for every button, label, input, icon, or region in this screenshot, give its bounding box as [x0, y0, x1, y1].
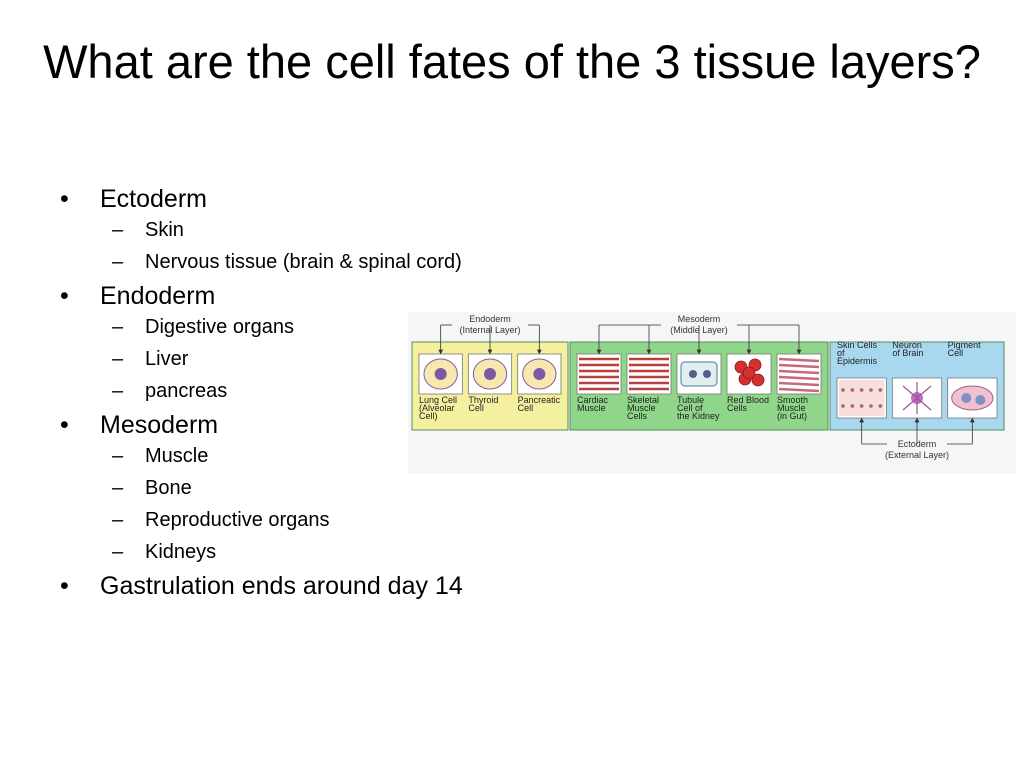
sub-bullet-item: –Reproductive organs	[60, 508, 500, 533]
slide-title: What are the cell fates of the 3 tissue …	[43, 35, 981, 88]
bullet-label: Gastrulation ends around day 14	[100, 572, 463, 600]
cell-label: of	[837, 348, 845, 358]
sub-bullet-label: Nervous tissue (brain & spinal cord)	[145, 251, 462, 273]
sub-bullet-item: –Nervous tissue (brain & spinal cord)	[60, 250, 500, 275]
bullet-icon: •	[60, 572, 69, 600]
cell-label: of Brain	[892, 348, 923, 358]
cell-label: Pigment	[948, 340, 982, 350]
sub-bullet-label: Skin	[145, 219, 184, 241]
dash-icon: –	[112, 219, 124, 241]
sub-bullet-item: –Bone	[60, 476, 500, 501]
sub-bullet-item: –Liver	[60, 347, 500, 372]
dash-icon: –	[112, 477, 124, 499]
skin-cell-icon	[836, 377, 887, 419]
dash-icon: –	[112, 251, 124, 273]
dash-icon: –	[112, 445, 124, 467]
neuron-icon	[891, 377, 943, 419]
cell-label: Tubule	[677, 395, 704, 405]
layer-title: Endoderm	[469, 314, 511, 324]
bullet-label: Ectoderm	[100, 185, 207, 213]
sub-bullet-label: Bone	[145, 477, 192, 499]
cell-label: the Kidney	[677, 411, 720, 421]
cell-label: Muscle	[627, 403, 656, 413]
sub-bullet-label: pancreas	[145, 380, 228, 402]
sub-bullet-item: –Digestive organs	[60, 315, 500, 340]
layer-subtitle: (Internal Layer)	[459, 325, 520, 335]
cell-label: (in Gut)	[777, 411, 807, 421]
cell-label: Pancreatic	[518, 395, 561, 405]
bullet-label: Endoderm	[100, 282, 216, 310]
bullet-item: • Ectoderm	[60, 184, 500, 214]
cell-label: Cell of	[677, 403, 703, 413]
cell-label: Cell	[948, 348, 964, 358]
bullet-icon: •	[60, 185, 69, 213]
endoderm-panel	[411, 324, 569, 431]
cell-label: Neuron	[892, 340, 922, 350]
thyroid-cell-icon	[467, 353, 513, 395]
cell-label: Muscle	[777, 403, 806, 413]
smooth-muscle-icon	[776, 353, 822, 395]
bullet-list: •Ectoderm–Skin–Nervous tissue (brain & s…	[60, 180, 500, 601]
sub-bullet-label: Liver	[145, 348, 189, 370]
bullet-icon: •	[60, 411, 69, 439]
dash-icon: –	[112, 316, 124, 338]
cell-label: Cell	[518, 403, 534, 413]
sub-bullet-list: –Skin–Nervous tissue (brain & spinal cor…	[60, 218, 500, 275]
dash-icon: –	[112, 380, 124, 402]
cell-label: Cells	[627, 411, 648, 421]
cell-label: Smooth	[777, 395, 808, 405]
layer-title: Mesoderm	[678, 314, 721, 324]
kidney-tubule-icon	[676, 353, 722, 395]
dash-icon: –	[112, 509, 124, 531]
lung-cell-icon	[418, 353, 463, 395]
sub-bullet-item: –Kidneys	[60, 540, 500, 565]
sub-bullet-list: –Digestive organs–Liver–pancreas	[60, 315, 500, 404]
cell-label: Epidermis	[837, 356, 878, 366]
ectoderm-panel	[829, 341, 1005, 445]
cell-label: Skeletal	[627, 395, 659, 405]
mesoderm-panel	[569, 324, 829, 431]
sub-bullet-label: Reproductive organs	[145, 509, 330, 531]
dash-icon: –	[112, 348, 124, 370]
cell-label: Cardiac	[577, 395, 609, 405]
cardiac-muscle-icon	[576, 353, 622, 395]
sub-bullet-list: –Muscle–Bone–Reproductive organs–Kidneys	[60, 444, 500, 565]
cell-label: Skin Cells	[837, 340, 878, 350]
cell-label: Cells	[727, 403, 748, 413]
bullet-item: • Endoderm	[60, 281, 500, 311]
cell-label: Red Blood	[727, 395, 769, 405]
red-blood-cells-icon	[726, 353, 772, 395]
cell-label: Muscle	[577, 403, 606, 413]
cell-label: Lung Cell	[419, 395, 457, 405]
pigment-cell-icon	[947, 377, 998, 419]
sub-bullet-item: –Muscle	[60, 444, 500, 469]
sub-bullet-item: –Skin	[60, 218, 500, 243]
sub-bullet-label: Muscle	[145, 445, 209, 467]
bullet-label: Mesoderm	[100, 411, 219, 439]
sub-bullet-item: –pancreas	[60, 379, 500, 404]
layer-subtitle: (External Layer)	[885, 450, 949, 460]
germ-layer-diagram-svg: Lung Cell(AlveolarCell)ThyroidCellPancre…	[408, 312, 1016, 474]
sub-bullet-label: Kidneys	[145, 541, 217, 563]
layer-title: Ectoderm	[898, 439, 937, 449]
bullet-item: • Mesoderm	[60, 410, 500, 440]
bullet-icon: •	[60, 282, 69, 310]
dash-icon: –	[112, 541, 124, 563]
cell-label: Cell)	[419, 411, 438, 421]
skeletal-muscle-icon	[626, 353, 672, 395]
bullet-item: • Gastrulation ends around day 14	[60, 571, 500, 601]
cell-label: (Alveolar	[419, 403, 455, 413]
layer-subtitle: (Middle Layer)	[670, 325, 728, 335]
pancreatic-cell-icon	[517, 353, 562, 395]
cell-label: Thyroid	[468, 395, 498, 405]
cell-label: Cell	[468, 403, 484, 413]
sub-bullet-label: Digestive organs	[145, 316, 294, 338]
